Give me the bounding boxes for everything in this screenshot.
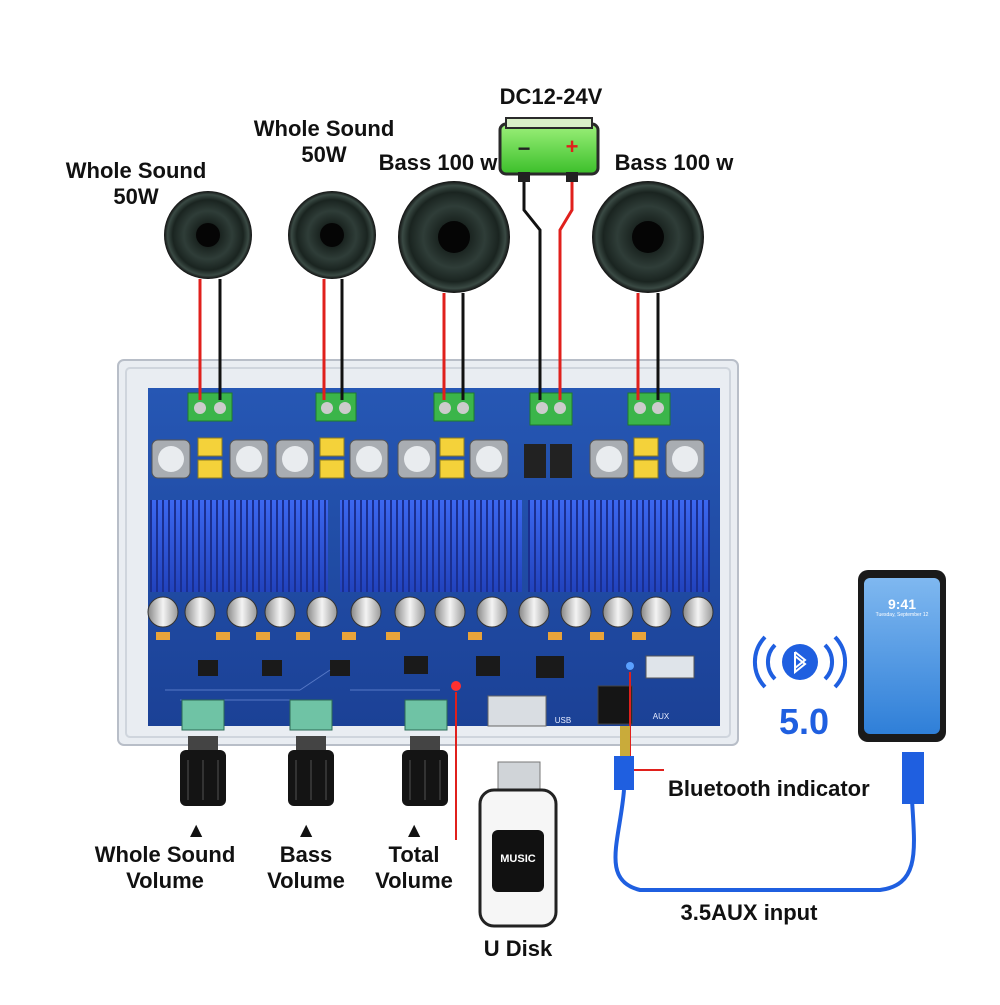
usb-port: [487, 695, 547, 727]
knob-arrow-3: ▲: [408, 820, 421, 839]
aux-jack: [597, 685, 633, 725]
bluetooth-module: [645, 655, 695, 679]
knob-arrow-2: ▲: [300, 820, 313, 839]
speaker-wires: [198, 279, 660, 400]
speaker-label-1: Whole Sound 50W: [56, 158, 216, 210]
speaker-label-2-line2: 50W: [301, 142, 347, 167]
power-wires: [522, 182, 574, 400]
potentiometers: [181, 699, 448, 731]
phone-time: 9:41: [887, 596, 917, 612]
speakers: [164, 181, 704, 293]
speaker-label-2-line1: Whole Sound: [253, 116, 395, 141]
knob-label-2: Bass Volume: [256, 842, 356, 894]
knob-label-1-line1: Whole Sound: [94, 842, 236, 867]
smartphone: [858, 570, 946, 742]
power-battery: [498, 117, 600, 182]
speaker-label-1-line2: 50W: [113, 184, 159, 209]
speaker-label-4: Bass 100 w: [614, 150, 734, 175]
usb-disk-badge: MUSIC: [500, 853, 536, 865]
knob-label-1: Whole Sound Volume: [80, 842, 250, 894]
aux-input-label: 3.5AUX input: [680, 900, 818, 925]
knob-arrow-1: ▲: [190, 820, 203, 839]
speaker-label-3: Bass 100 w: [378, 150, 498, 175]
board-usb-text: USB: [554, 716, 572, 725]
bluetooth-indicator-label: Bluetooth indicator: [668, 776, 870, 801]
chips: [198, 656, 564, 678]
bluetooth-version: 5.0: [778, 701, 830, 742]
phone-date: Tuesday, September 12: [875, 612, 929, 618]
capacitors: [147, 596, 714, 640]
power-minus-sign: −: [517, 136, 531, 161]
heatsinks: [150, 500, 710, 592]
bluetooth-led: [626, 662, 634, 670]
volume-knobs: [180, 736, 448, 806]
knob-label-3: Total Volume: [364, 842, 464, 894]
knob-label-2-line2: Volume: [267, 868, 345, 893]
usb-disk: [478, 761, 558, 928]
knob-label-3-line1: Total: [388, 842, 440, 867]
board-aux-text: AUX: [652, 712, 670, 721]
bluetooth-symbol: [752, 635, 848, 689]
aux-cable: [613, 726, 924, 892]
inductors: [151, 437, 705, 479]
usb-disk-label: U Disk: [483, 936, 553, 961]
power-plus-sign: +: [565, 134, 579, 159]
red-led: [451, 681, 461, 691]
speaker-label-1-line1: Whole Sound: [65, 158, 207, 183]
screw-terminals: [187, 392, 671, 426]
speaker-label-2: Whole Sound 50W: [244, 116, 404, 168]
knob-label-2-line1: Bass: [279, 842, 333, 867]
power-label: DC12-24V: [499, 84, 603, 109]
knob-label-3-line2: Volume: [375, 868, 453, 893]
knob-label-1-line2: Volume: [126, 868, 204, 893]
